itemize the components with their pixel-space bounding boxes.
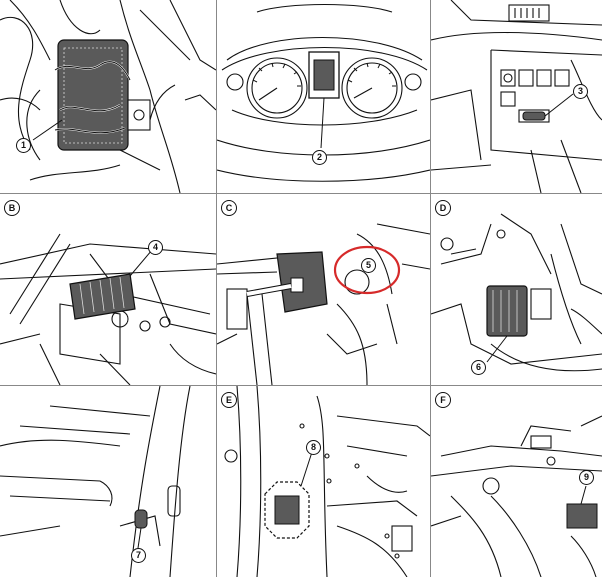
panel-e: E 8 — [217, 386, 430, 577]
callout-6: 6 — [471, 360, 486, 375]
callout-4: 4 — [148, 240, 163, 255]
callout-7: 7 — [131, 548, 146, 563]
callout-3: 3 — [573, 84, 588, 99]
panel-e-illustration — [224, 386, 430, 577]
section-label-c: C — [221, 200, 237, 216]
panel-top-right: 3 — [431, 0, 602, 193]
callout-5: 5 — [361, 258, 376, 273]
panel-c: C 5 — [217, 194, 430, 385]
instrument-cluster-illustration — [217, 3, 430, 182]
panel-top-left: 1 — [0, 0, 216, 193]
row-divider-2 — [0, 385, 602, 386]
panel-top-left-illustration — [0, 0, 216, 193]
callout-1: 1 — [16, 138, 31, 153]
column-divider-1 — [216, 0, 217, 577]
column-divider-2 — [430, 0, 431, 577]
section-label-f: F — [435, 392, 451, 408]
row-divider-1 — [0, 193, 602, 194]
panel-f-illustration — [431, 415, 602, 577]
panel-bottom-left: 7 — [0, 386, 216, 577]
panel-c-illustration — [217, 223, 430, 385]
panel-d: D 6 — [431, 194, 602, 385]
panel-bottom-left-illustration — [0, 386, 191, 577]
panel-top-center: 2 — [217, 0, 430, 193]
section-label-b: B — [4, 200, 20, 216]
callout-2: 2 — [312, 150, 327, 165]
callout-9: 9 — [579, 470, 594, 485]
panel-b: B 4 — [0, 194, 216, 385]
panel-f: F 9 — [431, 386, 602, 577]
section-label-d: D — [435, 200, 451, 216]
callout-8: 8 — [306, 440, 321, 455]
panel-b-illustration — [0, 233, 216, 385]
section-label-e: E — [221, 392, 237, 408]
panel-top-right-illustration — [431, 0, 602, 193]
panel-d-illustration — [431, 213, 602, 372]
